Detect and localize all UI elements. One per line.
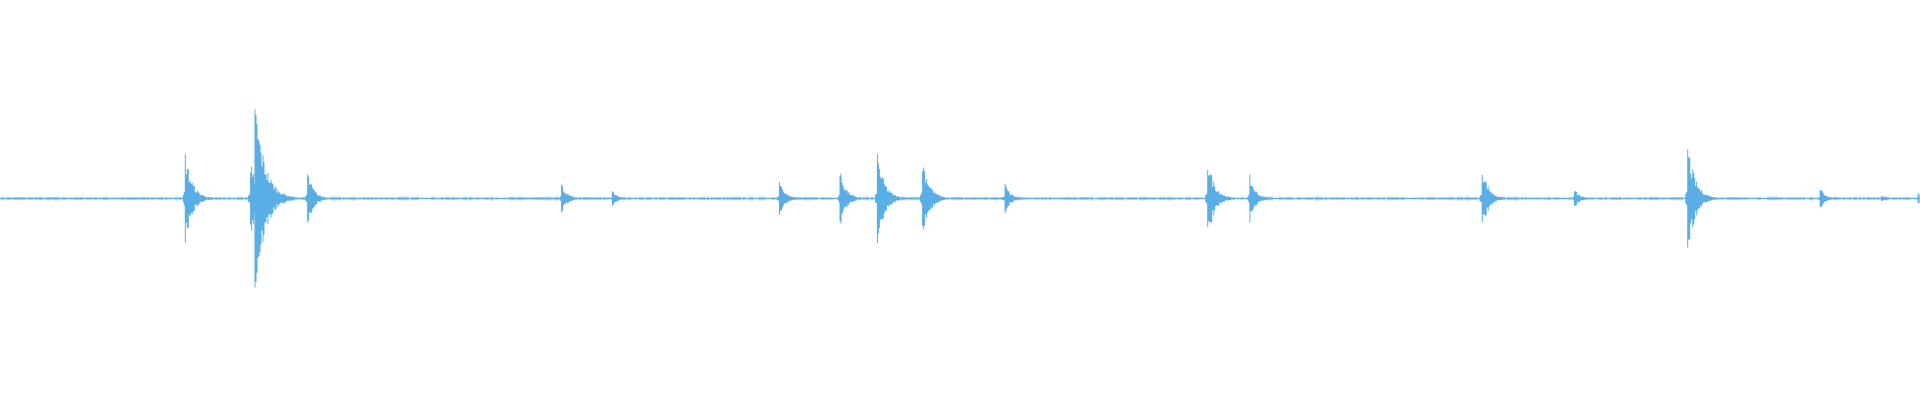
waveform-peak — [873, 153, 905, 244]
waveform-peak — [1246, 174, 1273, 223]
waveform-peak — [558, 184, 584, 213]
waveform-peak — [919, 167, 950, 230]
waveform-peak — [1684, 149, 1718, 248]
waveform-peak — [304, 174, 332, 223]
waveform-peak — [1816, 189, 1841, 208]
waveform-peaks — [0, 109, 1920, 288]
waveform-peak — [1570, 191, 1595, 206]
waveform-peak — [836, 173, 865, 224]
waveform-peak — [247, 166, 278, 231]
waveform-peak — [1914, 193, 1920, 204]
waveform-peak — [1001, 183, 1027, 214]
waveform-peak — [1478, 174, 1507, 223]
waveform-peak — [181, 154, 213, 243]
waveform-peak — [1878, 196, 1901, 201]
waveform-peak — [609, 191, 632, 206]
waveform-peak — [1204, 169, 1235, 228]
waveform-peak — [776, 182, 802, 215]
